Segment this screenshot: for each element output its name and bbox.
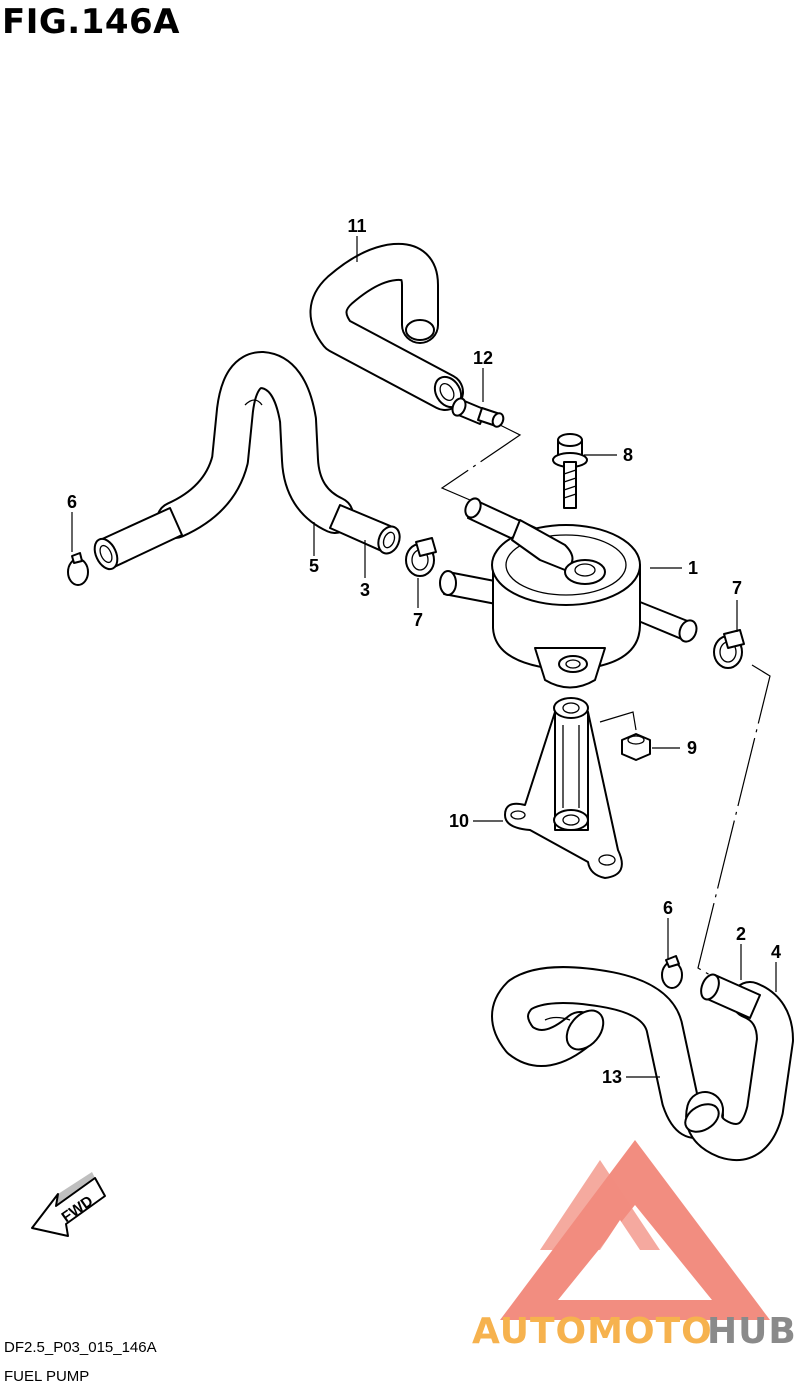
hose-4: [684, 981, 794, 1161]
watermark-brand-part2: HUB: [707, 1311, 797, 1352]
clamp-7-left: [405, 537, 437, 577]
diagram-caption: FUEL PUMP: [4, 1368, 90, 1385]
tube-3: [329, 504, 401, 555]
figure-title: FIG.146A: [2, 2, 180, 42]
callout-3: 3: [360, 580, 370, 600]
callout-7-right: 7: [732, 578, 742, 598]
watermark-brand-part1: AUTOMOTO: [472, 1311, 713, 1352]
leader-lines: [71, 236, 777, 1078]
hose-5: [156, 351, 354, 539]
nut-9: [621, 733, 651, 761]
hose-11: [309, 242, 464, 411]
callout-13: 13: [602, 1067, 622, 1087]
diagram-code: DF2.5_P03_015_146A: [4, 1339, 157, 1356]
bolt-8: [552, 433, 588, 509]
tube-left: [93, 507, 183, 571]
fitting-12: [451, 397, 505, 428]
watermark-text: AUTOMOTO HUB: [472, 1311, 797, 1352]
clip-6-left: [67, 552, 89, 586]
watermark-logo: [500, 1140, 770, 1320]
bracket-10: [504, 697, 623, 879]
callout-12: 12: [473, 348, 493, 368]
callout-7-left: 7: [413, 610, 423, 630]
hose-13: [491, 966, 724, 1139]
callout-5: 5: [309, 556, 319, 576]
clip-6-lower: [661, 955, 683, 989]
callout-4: 4: [771, 942, 781, 962]
callout-11: 11: [347, 216, 366, 236]
callout-2: 2: [736, 924, 746, 944]
callout-9: 9: [687, 738, 697, 758]
tube-2: [700, 973, 761, 1019]
callout-labels: 11 12 8 1 7 6 5 3 7 9 10 6 2 4 13: [67, 216, 781, 1087]
callout-1: 1: [688, 558, 698, 578]
callout-8: 8: [623, 445, 633, 465]
fuel-pump-1: [439, 497, 698, 689]
callout-6-left: 6: [67, 492, 77, 512]
assembly-lines: [440, 424, 771, 976]
clamp-7-right: [713, 629, 745, 669]
callout-6-lower: 6: [663, 898, 673, 918]
callout-10: 10: [449, 811, 469, 831]
fwd-arrow-icon: FWD: [31, 1172, 106, 1237]
